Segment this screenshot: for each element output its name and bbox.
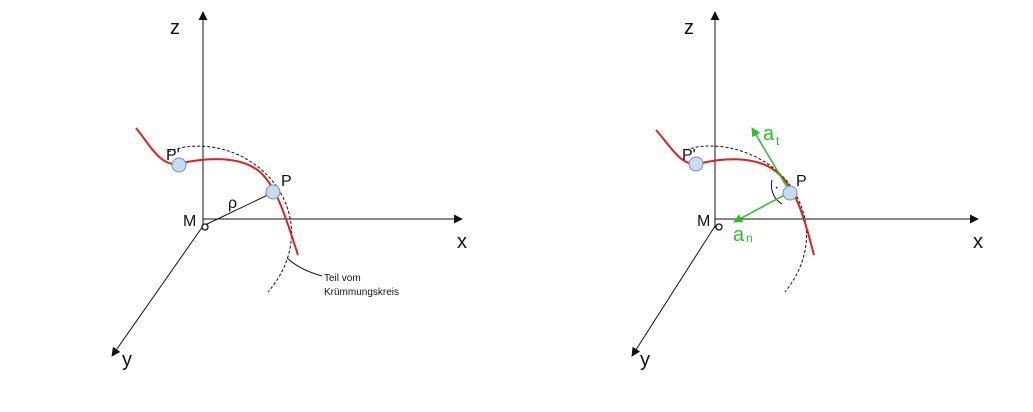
left-radius-line [204,192,273,226]
left-annotation-leader [286,257,323,277]
right-tangential-subscript: t [776,134,780,148]
left-annotation-line1: Teil vom [324,273,361,284]
right-tangential-letter: a [763,123,775,145]
left-point-prime-label: P' [166,147,180,164]
right-diagram: z x y · a t a n M P' P [631,11,983,371]
right-y-axis [631,225,716,357]
right-y-label: y [640,349,650,371]
left-rho-label: ρ [228,195,237,212]
right-trajectory-curve [655,129,815,256]
left-point-p [265,184,281,200]
right-normal-subscript: n [746,231,753,245]
left-z-label: z [170,17,180,39]
left-diagram: z x y ρ M P' P Teil vom Krümmungskreis [111,11,467,371]
right-origin-marker [715,223,723,231]
right-normal-vector [733,191,791,223]
right-point-prime [688,156,704,172]
right-tangential-vector [751,127,791,193]
left-point-prime [171,157,187,173]
left-annotation-line2: Krümmungskreis [324,287,399,298]
left-origin-marker [201,223,209,231]
left-trajectory-curve [135,127,299,256]
left-x-label: x [457,231,467,253]
right-angle-arc [770,179,783,205]
left-y-label: y [122,349,132,371]
right-x-label: x [973,231,983,253]
right-point-prime-label: P' [682,147,696,164]
right-z-label: z [684,17,694,39]
left-origin-label: M [183,213,196,230]
right-curvature-circle-arc [685,145,807,293]
left-y-axis [111,225,204,357]
right-origin-label: M [697,213,710,230]
right-point-p-label: P [796,173,807,190]
right-angle-dot: · [774,179,779,196]
right-normal-letter: a [733,224,745,246]
left-point-p-label: P [281,173,292,190]
right-point-p [782,185,798,201]
